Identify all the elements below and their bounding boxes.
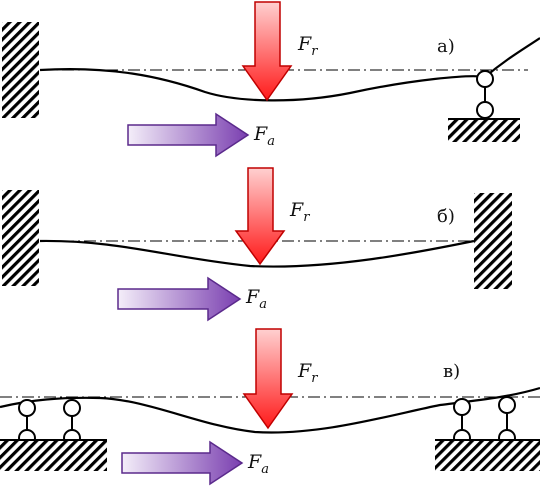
diagram-b: Fr Fa б) — [2, 167, 512, 322]
left-wall-a — [2, 22, 39, 118]
axial-force-label-b: Fa — [245, 286, 267, 312]
caption-v: в) — [443, 361, 460, 382]
caption-b: б) — [437, 206, 455, 227]
radial-force-label-a: Fr — [297, 33, 318, 59]
radial-force-arrow-a — [241, 1, 293, 102]
caption-a: а) — [437, 36, 455, 57]
double-pin-support-right — [435, 396, 540, 471]
pin-support-a — [448, 70, 520, 142]
diagram-v: Fr Fa в) — [0, 328, 540, 486]
axial-force-label-a: Fa — [253, 123, 275, 149]
axial-force-label-v: Fa — [247, 451, 269, 477]
deflected-beam-b — [39, 239, 475, 268]
right-wall-b — [474, 193, 512, 289]
radial-force-arrow-v — [242, 328, 294, 430]
left-wall-b — [2, 190, 39, 286]
deflected-beam-a — [39, 37, 540, 102]
double-pin-support-left — [0, 399, 107, 471]
radial-force-arrow-b — [234, 167, 286, 266]
axial-force-arrow-b — [117, 276, 242, 322]
diagram-a: Fr Fa а) — [2, 1, 540, 158]
radial-force-label-v: Fr — [297, 360, 318, 386]
axial-force-arrow-v — [121, 440, 244, 486]
axial-force-arrow-a — [127, 112, 250, 158]
radial-force-label-b: Fr — [289, 199, 310, 225]
